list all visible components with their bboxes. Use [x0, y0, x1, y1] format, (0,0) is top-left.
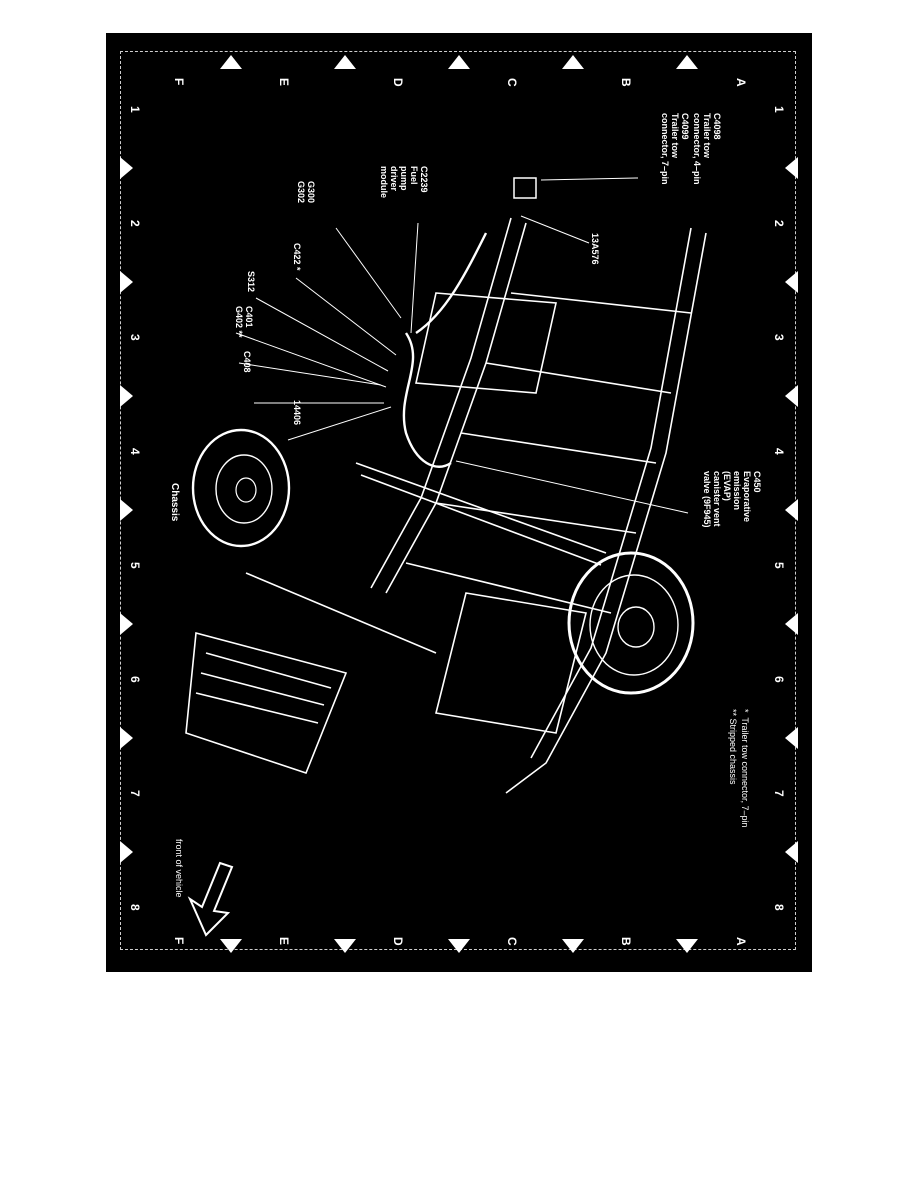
grid-ticks	[120, 55, 798, 953]
callout-c4098: C4098 Trailer tow connector, 4–pin	[692, 113, 722, 185]
chassis-frame	[185, 217, 707, 794]
front-of-vehicle-label: front of vehicle	[174, 839, 184, 898]
row-label-d-bottom: D	[391, 937, 405, 946]
row-label-e-bottom: E	[277, 937, 291, 946]
row-label-f-top: F	[172, 78, 186, 86]
note-trailer-tow: * Trailer tow connector, 7–pin	[740, 709, 750, 828]
row-label-c-top: C	[505, 78, 519, 87]
col-label-8-right: 8	[772, 904, 786, 911]
row-label-f-bottom: F	[172, 937, 186, 945]
wheel-assemblies	[191, 428, 695, 695]
leader-lines	[235, 177, 689, 514]
col-label-1-right: 1	[772, 106, 786, 113]
chassis-drawing	[120, 55, 798, 953]
col-label-3-right: 3	[772, 334, 786, 341]
col-label-5-right: 5	[772, 562, 786, 569]
callout-c450: C450 Evaporative emission (EVAP) caniste…	[702, 471, 762, 528]
callout-c422: C422 *	[292, 243, 302, 271]
row-label-a-top: A	[734, 78, 748, 87]
col-label-4-left: 4	[128, 448, 142, 455]
trailer-connector-shape	[513, 177, 537, 199]
col-label-3-left: 3	[128, 334, 142, 341]
col-label-4-right: 4	[772, 448, 786, 455]
note-stripped-chassis: ** Stripped chassis	[728, 709, 738, 785]
col-label-2-right: 2	[772, 220, 786, 227]
col-label-2-left: 2	[128, 220, 142, 227]
callout-g300-g302: G300 G302	[296, 181, 316, 204]
callout-c401-g402: C401 G402 **	[234, 306, 254, 338]
col-label-6-right: 6	[772, 676, 786, 683]
col-label-8-left: 8	[128, 904, 142, 911]
callout-14406: 14406	[292, 400, 302, 426]
callout-c408: C408	[242, 351, 252, 373]
callout-13a576: 13A576	[590, 233, 600, 265]
diagram-sheet: A B C D E F A B C D E F 1 2 3 4 5 6 7 8 …	[106, 33, 812, 972]
col-label-5-left: 5	[128, 562, 142, 569]
row-label-d-top: D	[391, 78, 405, 87]
callout-c4099: C4099 Trailer tow connector, 7–pin	[660, 113, 690, 185]
col-label-1-left: 1	[128, 106, 142, 113]
row-label-a-bottom: A	[734, 937, 748, 946]
diagram-title: Chassis	[169, 483, 180, 522]
col-label-7-left: 7	[128, 790, 142, 797]
callout-s312: S312	[246, 271, 256, 293]
front-arrow-icon	[187, 861, 234, 937]
callout-c2239: C2239 Fuel pump driver module	[379, 166, 429, 199]
row-label-b-bottom: B	[619, 937, 633, 946]
col-label-7-right: 7	[772, 790, 786, 797]
row-label-e-top: E	[277, 78, 291, 87]
col-label-6-left: 6	[128, 676, 142, 683]
row-label-b-top: B	[619, 78, 633, 87]
row-label-c-bottom: C	[505, 937, 519, 946]
